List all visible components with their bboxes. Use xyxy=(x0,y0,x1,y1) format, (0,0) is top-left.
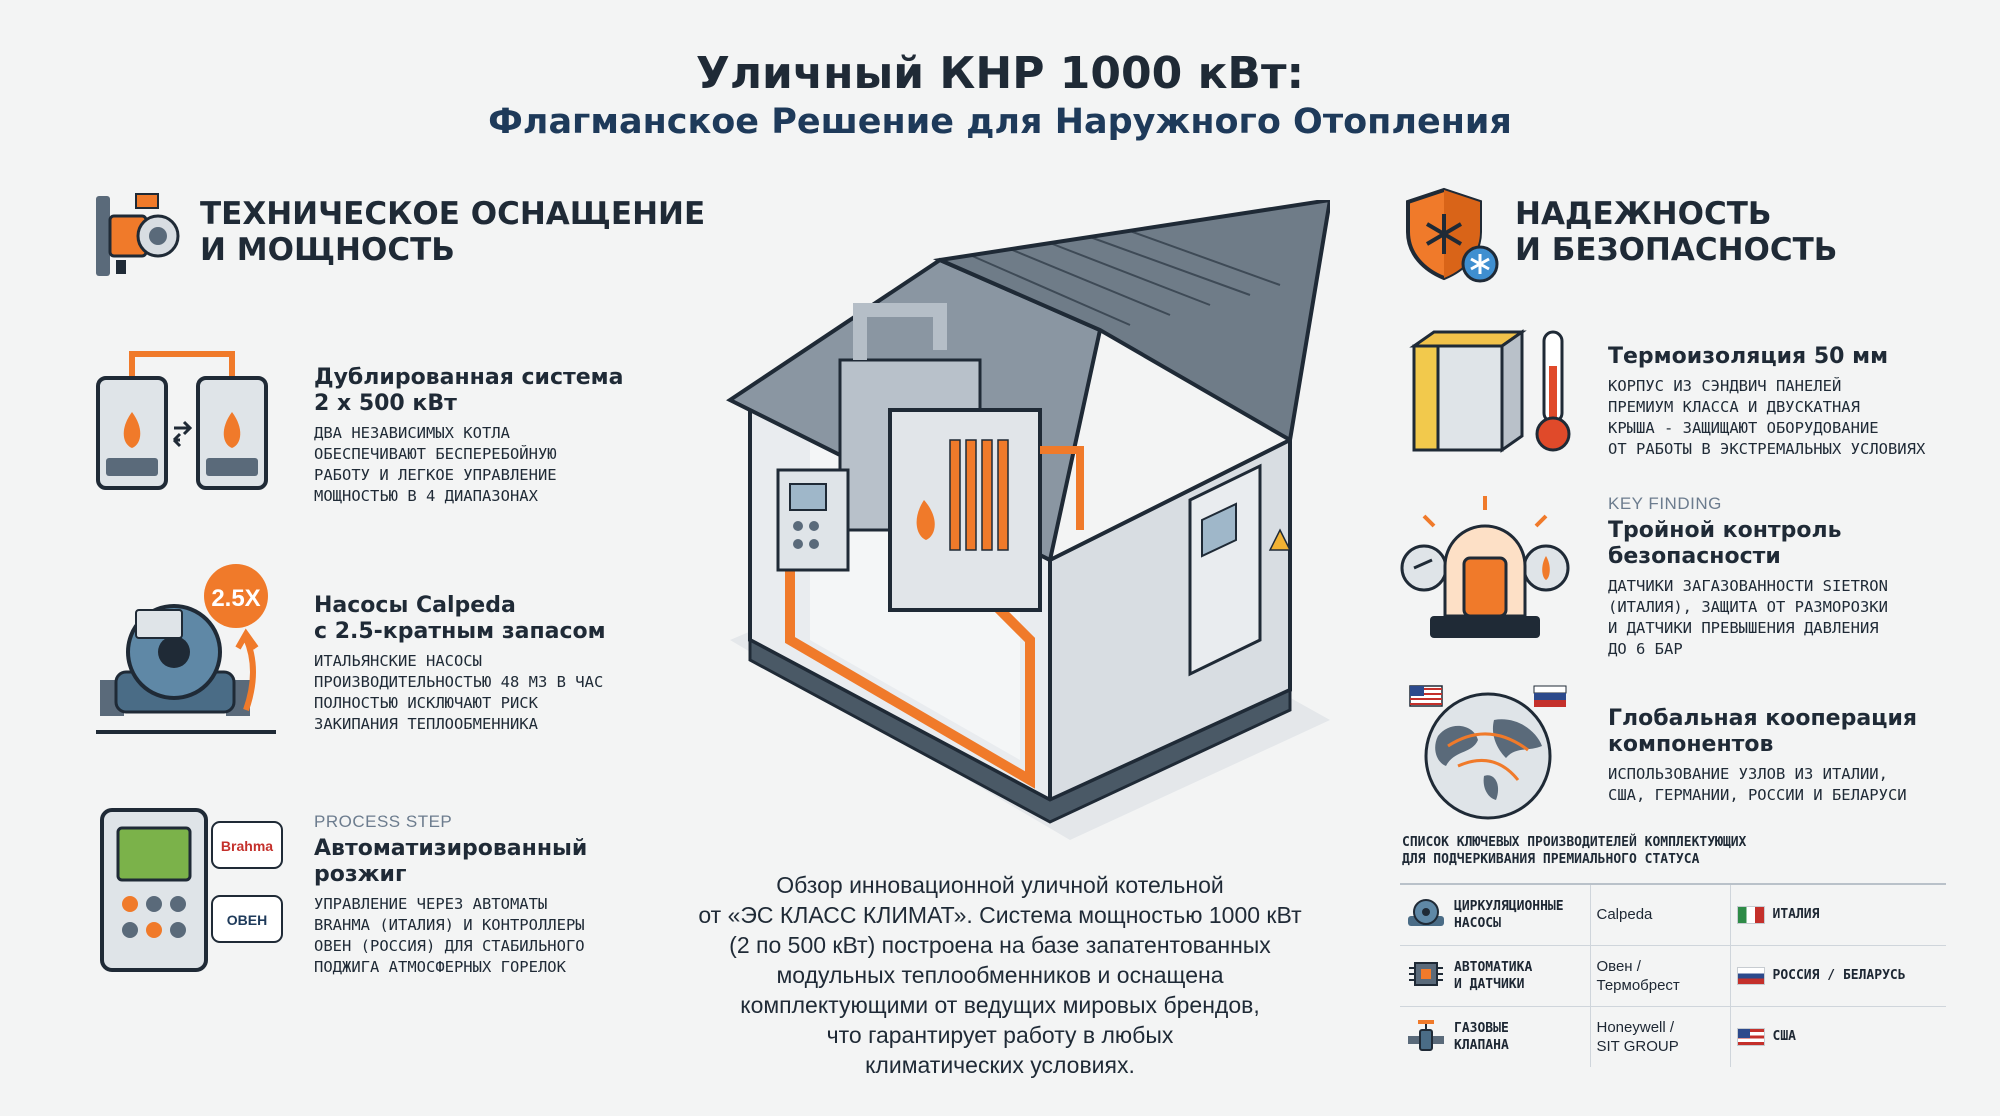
item-insulation: Термоизоляция 50 мм корпус из сэндвич па… xyxy=(1608,344,1926,458)
valve-icon xyxy=(1406,1018,1446,1056)
globe-icon xyxy=(1398,680,1578,825)
boiler-house-illustration xyxy=(690,197,1333,845)
page-title: Уличный КНР 1000 кВт: xyxy=(695,48,1305,99)
table-row: Газовыеклапана Honeywell /SIT GROUP США xyxy=(1400,1005,1946,1067)
usa-flag xyxy=(1736,1027,1765,1046)
brahma-logo: Brahma xyxy=(221,838,273,854)
table-row: Автоматикаи датчики Овен /Термобрест Рос… xyxy=(1400,944,1946,1006)
burner-icon xyxy=(86,186,186,291)
dual-boiler-icon xyxy=(92,340,272,505)
insulation-thermometer-icon xyxy=(1408,326,1578,461)
chip-icon xyxy=(1406,957,1446,995)
pump-badge: 2.5X xyxy=(211,585,260,612)
pump-icon: 2.5X xyxy=(96,560,276,745)
oven-logo: OBEH xyxy=(227,912,267,928)
center-description: Обзор инновационной уличной котельной от… xyxy=(698,872,1302,1078)
components-table: Циркуляционныенасосы Calpeda Италия Авто… xyxy=(1400,883,1946,1067)
controller-icon: Brahma OBEH xyxy=(96,800,286,985)
russia-flag xyxy=(1736,966,1765,985)
table-caption: Список ключевых производителей комплекту… xyxy=(1402,835,1747,867)
italy-flag xyxy=(1736,905,1765,924)
left-section-heading: ТЕХНИЧЕСКОЕ ОСНАЩЕНИЕ И МОЩНОСТЬ xyxy=(200,196,706,268)
table-row: Циркуляционныенасосы Calpeda Италия xyxy=(1400,883,1946,945)
pump-small-icon xyxy=(1406,896,1446,934)
shield-snowflake-icon xyxy=(1400,184,1500,289)
safety-beacon-icon xyxy=(1400,496,1570,651)
right-section-heading: НАДЕЖНОСТЬ И БЕЗОПАСНОСТЬ xyxy=(1515,196,1838,268)
page-subtitle: Флагманское Решение для Наружного Отопле… xyxy=(488,102,1512,142)
